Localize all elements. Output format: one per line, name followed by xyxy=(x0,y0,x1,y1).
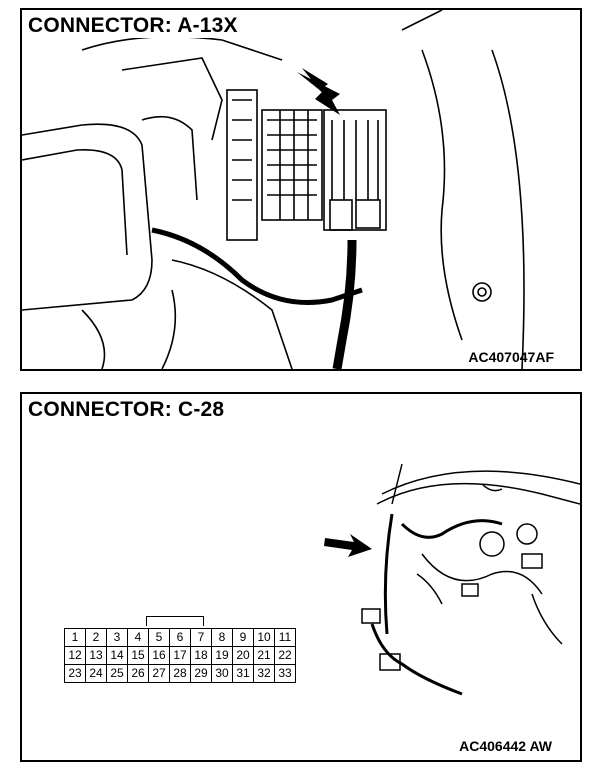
connector-a13x-panel: CONNECTOR: A-13X xyxy=(20,8,582,371)
panel-title: CONNECTOR: C-28 xyxy=(28,398,229,422)
pin-cell: 12 xyxy=(64,646,86,665)
pin-cell: 29 xyxy=(190,664,212,683)
dashboard-illustration xyxy=(324,463,580,696)
pin-cell: 19 xyxy=(211,646,233,665)
pin-cell: 22 xyxy=(274,646,296,665)
pin-cell: 10 xyxy=(253,628,275,647)
pin-cell: 30 xyxy=(211,664,233,683)
figure-code: AC406442 AW xyxy=(459,738,552,754)
pin-cell: 33 xyxy=(274,664,296,683)
panel-title: CONNECTOR: A-13X xyxy=(28,14,242,38)
pin-cell: 14 xyxy=(106,646,128,665)
arrow-icon xyxy=(324,534,372,557)
connector-key xyxy=(146,616,204,626)
engine-bay-illustration xyxy=(22,10,525,369)
pin-cell: 20 xyxy=(232,646,254,665)
arrow-icon xyxy=(297,68,340,115)
figure-code: AC407047AF xyxy=(468,349,554,365)
pin-cell: 31 xyxy=(232,664,254,683)
pin-cell: 32 xyxy=(253,664,275,683)
pin-cell: 28 xyxy=(169,664,191,683)
